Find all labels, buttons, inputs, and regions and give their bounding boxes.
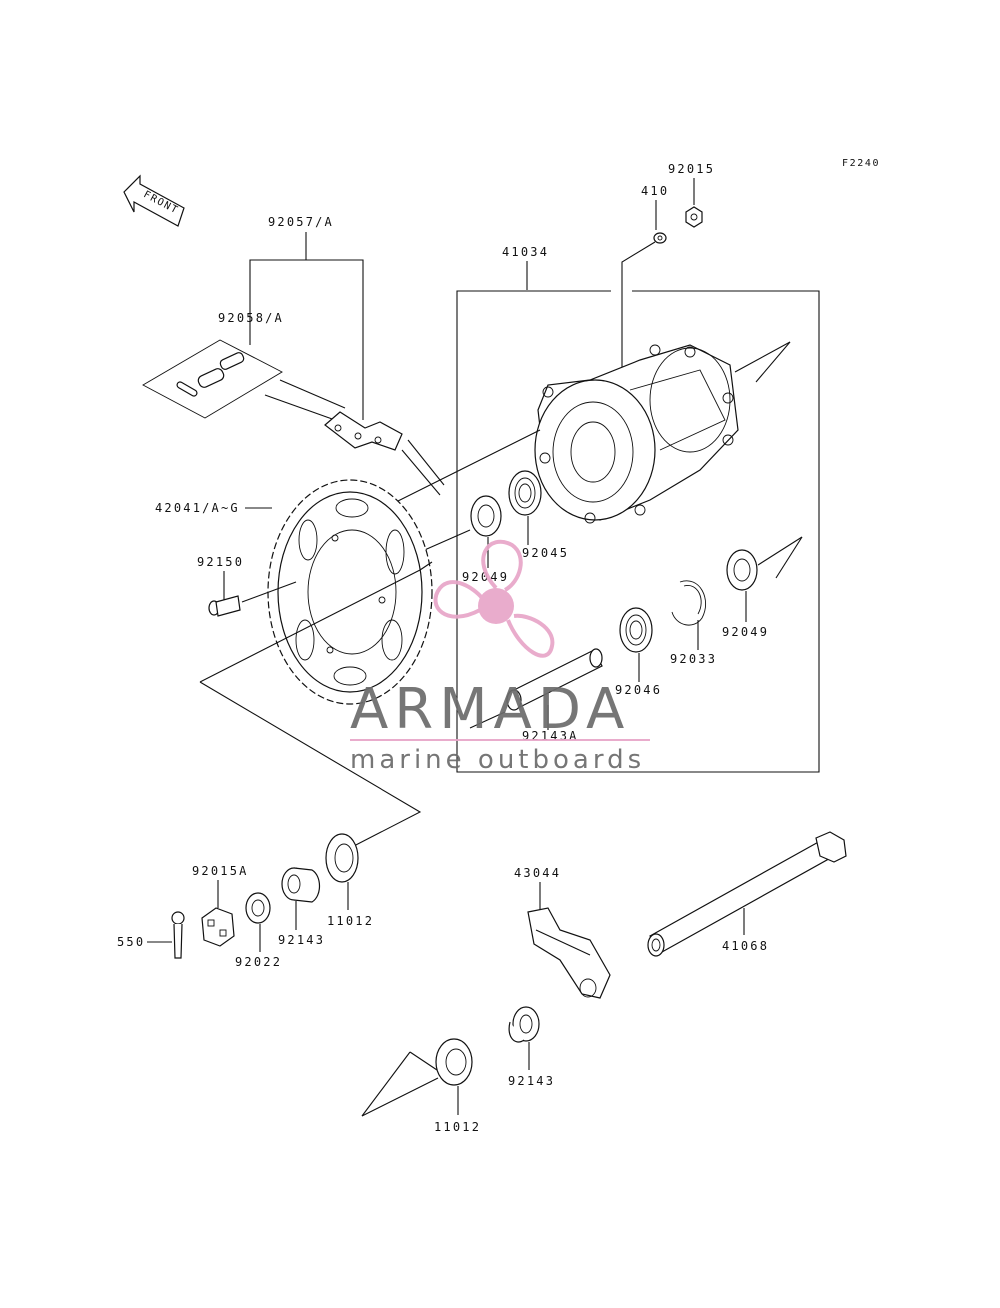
rear-sprocket-42041-icon [267, 479, 433, 705]
part-label-92015A: 92015A [192, 864, 249, 878]
part-label-92046: 92046 [615, 683, 662, 697]
part-label-92045: 92045 [522, 546, 569, 560]
part-label-92022: 92022 [235, 955, 282, 969]
washer-92022-icon [245, 892, 271, 924]
nut-92015-icon [685, 206, 703, 228]
castle-nut-92015A-icon [201, 907, 235, 947]
part-label-11012-top: 11012 [327, 914, 374, 928]
part-label-92057: 92057/A [268, 215, 334, 229]
master-link-92058-icon [142, 339, 283, 419]
collar-92143A-icon [506, 648, 603, 711]
chain-adjuster-43044-icon [527, 907, 611, 999]
part-label-43044: 43044 [514, 866, 561, 880]
part-label-92058: 92058/A [218, 311, 284, 325]
part-label-92143-bottom: 92143 [508, 1074, 555, 1088]
rear-axle-41068-icon [647, 831, 847, 957]
part-label-92150: 92150 [197, 555, 244, 569]
part-label-92143-left: 92143 [278, 933, 325, 947]
bearing-92045-icon [508, 470, 542, 516]
collar-92143-bottom-icon [508, 1006, 540, 1043]
rear-hub-icon [534, 344, 739, 524]
cotter-pin-550-icon [171, 911, 185, 959]
part-label-92015: 92015 [668, 162, 715, 176]
collar-11012-bottom-icon [435, 1038, 473, 1086]
oil-seal-92049-right-icon [726, 549, 758, 591]
watermark-brand: ARMADA [350, 677, 630, 742]
oil-seal-92049-left-icon [470, 495, 502, 537]
collar-92143-left-icon [281, 867, 321, 903]
part-label-42041: 42041/A~G [155, 501, 240, 515]
bolt-92150-icon [208, 595, 241, 617]
part-label-92049-right: 92049 [722, 625, 769, 639]
circlip-92033-icon [671, 580, 707, 626]
part-label-41068: 41068 [722, 939, 769, 953]
collar-11012-top-icon [325, 833, 359, 883]
front-direction-arrow: FRONT [123, 174, 185, 227]
part-label-410: 410 [641, 184, 669, 198]
hub-assembly-frame [456, 290, 820, 773]
armada-watermark: ARMADA marine outboards [350, 539, 650, 775]
drive-chain-92057-icon [264, 379, 445, 496]
watermark-tagline: marine outboards [350, 745, 645, 775]
part-label-92049-left: 92049 [462, 570, 509, 584]
part-label-11012-bottom: 11012 [434, 1120, 481, 1134]
part-label-41034: 41034 [502, 245, 549, 259]
bearing-92046-icon [619, 607, 653, 653]
part-label-92033: 92033 [670, 652, 717, 666]
figure-code: F2240 [842, 158, 880, 169]
washer-410-icon [653, 232, 667, 244]
part-label-550: 550 [117, 935, 145, 949]
propeller-logo-icon [433, 539, 555, 658]
